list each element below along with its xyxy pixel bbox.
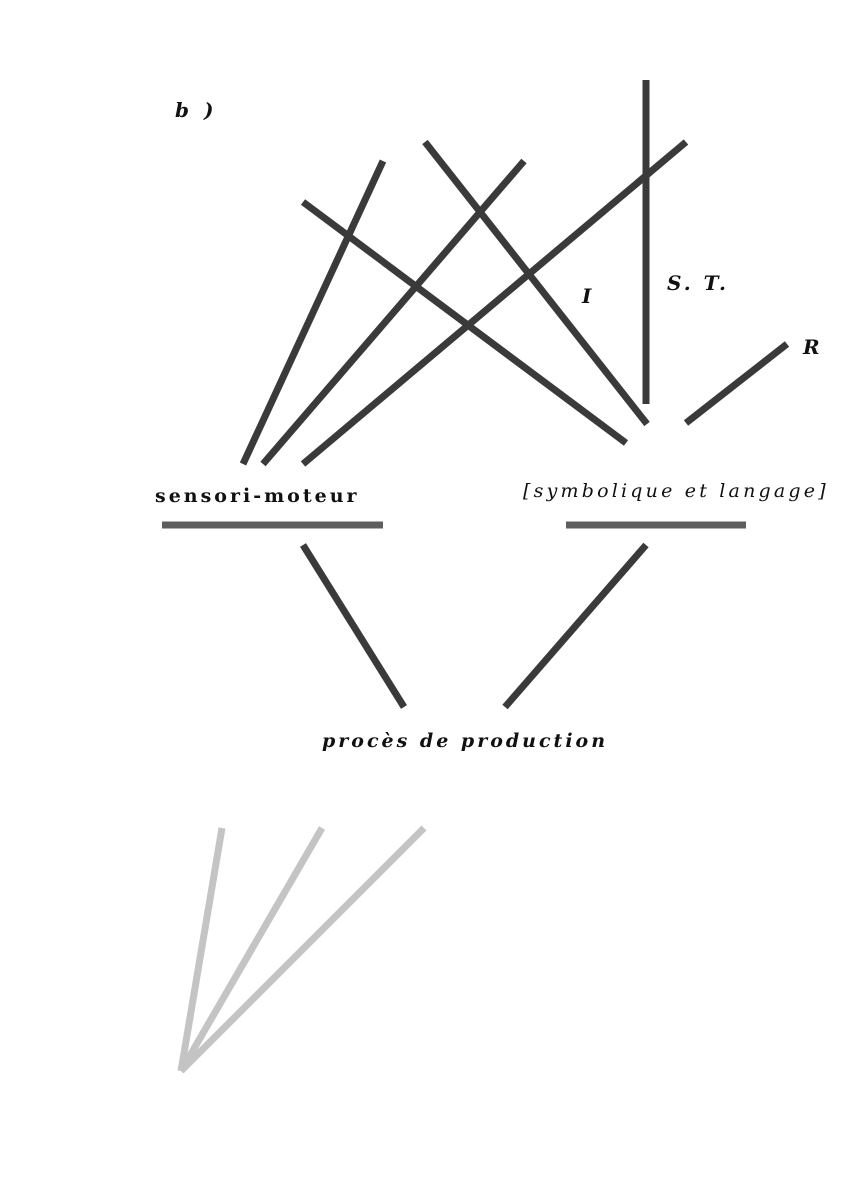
label-r: R xyxy=(803,335,820,359)
light-line-2 xyxy=(177,826,326,1073)
label-st: S. T. xyxy=(667,271,729,295)
line-r xyxy=(683,341,790,426)
label-symbolique-langage: [symbolique et langage] xyxy=(523,480,829,502)
label-sensori-moteur: sensori-moteur xyxy=(155,485,360,507)
label-i: I xyxy=(582,284,592,308)
panel-label: b ) xyxy=(175,98,218,122)
label-proces-production: procès de production xyxy=(322,730,609,752)
line-cross-2 xyxy=(422,139,650,427)
light-line-3 xyxy=(178,825,427,1074)
line-proces-right xyxy=(502,542,649,710)
light-line-1 xyxy=(177,827,226,1072)
line-sensori-3 xyxy=(300,139,689,467)
line-proces-left xyxy=(300,543,407,709)
line-cross-1 xyxy=(300,199,629,446)
line-sensori-1 xyxy=(239,159,387,466)
